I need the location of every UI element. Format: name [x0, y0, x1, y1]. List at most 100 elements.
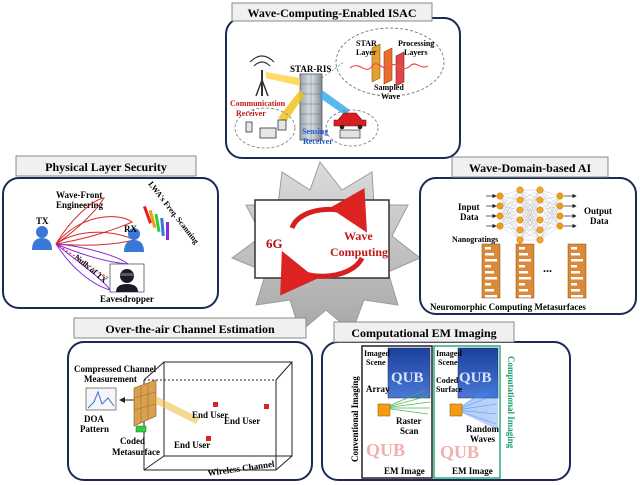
panel-pls-title-box: [15, 155, 197, 177]
random-waves-beam: [456, 380, 498, 430]
processing-label-1: Processing: [398, 39, 434, 48]
coded-surface-label-1: Coded: [436, 376, 459, 385]
nn-node: [536, 226, 544, 234]
eavesdropper-icon: [116, 269, 138, 292]
panel-ota-title: Over-the-air Channel Estimation: [105, 322, 275, 336]
processing-layers-icon: [349, 43, 429, 87]
doa-label-2: Pattern: [80, 424, 109, 434]
ellipsis-label: ...: [543, 261, 552, 275]
nn-node: [536, 236, 544, 244]
panel-wdai-title-box: [451, 156, 609, 178]
raster-scan-label-2: Scan: [400, 426, 419, 436]
star-ris-label: STAR-RIS: [290, 64, 331, 74]
metasurface-feed-icon: [135, 425, 147, 433]
input-data-label-2: Data: [460, 212, 479, 222]
car-icon: [333, 112, 367, 127]
star-layer-label-2: Layer: [356, 48, 377, 57]
imaged-scene-label-4: Scene: [438, 358, 458, 367]
end-user-label-3: End User: [174, 440, 210, 450]
qub-label-4: QUB: [440, 442, 479, 462]
nn-node: [516, 226, 524, 234]
lwa-frequency-bars: [142, 205, 169, 240]
output-data-label-2: Data: [590, 216, 609, 226]
nn-node: [536, 206, 544, 214]
random-waves-label-2: Waves: [470, 434, 495, 444]
wavefront-label-1: Wave-Front: [56, 190, 102, 200]
tx-beam-lobes: [55, 197, 136, 291]
nn-node: [496, 202, 504, 210]
nn-node: [516, 216, 524, 224]
nn-node: [556, 202, 564, 210]
nn-node: [516, 236, 524, 244]
imaged-scene-label-1: Imaged: [364, 349, 390, 358]
sensing-receiver-label-1: Sensing: [302, 127, 328, 136]
inset-connector: [321, 61, 345, 79]
cycle-arrow-bottom: [280, 250, 365, 296]
panel-ota-title-box: [73, 317, 307, 339]
tx-user-icon: [32, 226, 52, 250]
nn-node: [516, 186, 524, 194]
nn-node: [516, 206, 524, 214]
building-windows: [300, 74, 322, 140]
doa-pattern-icon: [85, 387, 117, 411]
nn-node: [536, 196, 544, 204]
star-layer-label-1: STAR: [356, 39, 377, 48]
array-label: Array: [366, 384, 390, 394]
eavesdropper-label: Eavesdropper: [100, 294, 154, 304]
nn-node: [556, 212, 564, 220]
nanograting-column-1: [481, 243, 501, 299]
comm-receiver-label-1: Communication: [230, 99, 286, 108]
comm-receiver-zone: [234, 107, 296, 149]
output-data-label-1: Output: [584, 206, 612, 216]
imaged-scene-label-3: Imaged: [436, 349, 462, 358]
isac-incident-beam: [266, 72, 300, 86]
array-icon: [377, 403, 391, 417]
qub-label-3: QUB: [459, 370, 492, 386]
nn-node: [556, 222, 564, 230]
processing-label-2: Layers: [404, 48, 428, 57]
phone-icon: [245, 121, 253, 133]
panel-ota: Over-the-air Channel Estimation Compress…: [67, 317, 313, 481]
center-6g-label: 6G: [266, 236, 283, 251]
end-user-marker: [213, 402, 218, 407]
nn-node: [496, 222, 504, 230]
qub-label-1: QUB: [391, 370, 424, 386]
star-layer-inset: [335, 27, 445, 97]
doa-pattern-curve: [87, 390, 115, 409]
end-user-label-1: End User: [192, 410, 228, 420]
random-waves-label-1: Random: [466, 424, 500, 434]
sensing-device-icon: [339, 129, 361, 139]
nn-node: [536, 216, 544, 224]
panel-pls: Physical Layer Security Wave-Front Engin…: [2, 155, 219, 309]
cs-label-2: Measurement: [84, 374, 137, 384]
panel-isac-title: Wave-Computing-Enabled ISAC: [247, 6, 416, 20]
comm-receiver-label-2: Receiver: [236, 109, 266, 118]
nanogratings-label: Nanogratings: [452, 235, 498, 244]
random-waves-lines: [455, 383, 498, 425]
coded-metasurface-label-1: Coded: [120, 436, 145, 446]
nanograting-column-2: [515, 243, 535, 299]
coded-surface-icon: [449, 403, 463, 417]
panel-cemi: Computational EM Imaging Conventional Im…: [321, 321, 571, 481]
end-user-marker: [206, 436, 211, 441]
wavefront-label-2: Engineering: [56, 200, 104, 210]
coded-metasurface-label-2: Metasurface: [112, 447, 160, 457]
coded-surface-label-2: Surface: [436, 385, 463, 394]
qub-label-2: QUB: [366, 440, 405, 460]
nn-node: [496, 212, 504, 220]
doa-label-1: DOA: [84, 414, 105, 424]
antenna-tower-icon: [249, 55, 275, 97]
car-wheel-icon: [357, 124, 363, 130]
input-data-label-1: Input: [458, 202, 480, 212]
panel-ota-frame: [67, 341, 313, 481]
panel-wdai: Wave-Domain-based AI Input Data Output D…: [419, 156, 637, 315]
imaged-scene-label-2: Scene: [366, 358, 386, 367]
nn-node: [496, 192, 504, 200]
panel-wdai-title: Wave-Domain-based AI: [469, 161, 592, 175]
imaged-scene-left: [387, 347, 431, 399]
tablet-icon: [277, 119, 287, 131]
panel-cemi-title-box: [333, 321, 515, 343]
raster-scan-label-1: Raster: [396, 416, 422, 426]
coded-metasurface-icon: [133, 379, 157, 427]
